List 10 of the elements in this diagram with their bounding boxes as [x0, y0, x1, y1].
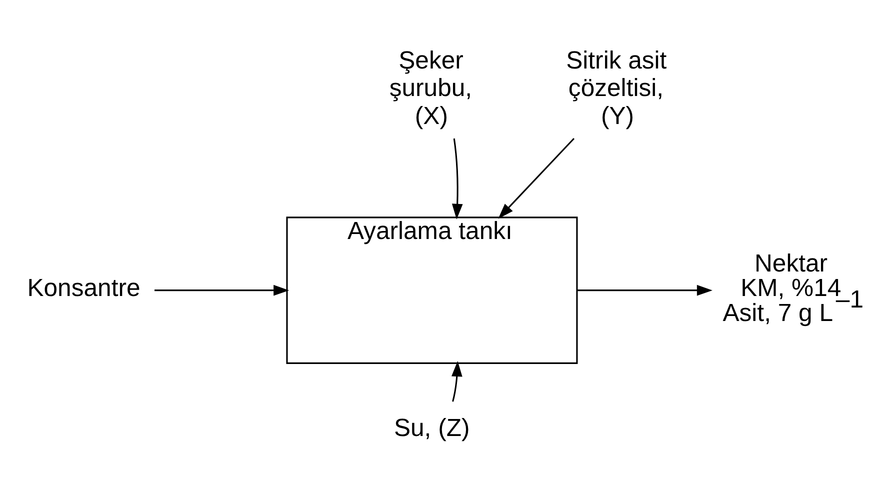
arrow: [498, 138, 575, 219]
arrow: [577, 284, 712, 296]
node-text: Konsantre: [27, 275, 140, 302]
node-box: Ayarlama tankı: [286, 216, 578, 364]
arrow: [154, 284, 290, 296]
node-text: Sitrik asit çözeltisi, (Y): [566, 47, 667, 130]
node-text: Su, (Z): [394, 414, 470, 442]
arrow: [452, 138, 463, 220]
node-text: Şeker şurubu, (X): [389, 47, 472, 130]
arrow: [452, 360, 462, 402]
